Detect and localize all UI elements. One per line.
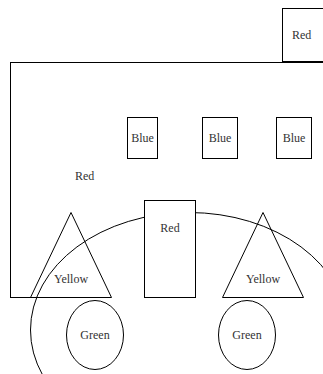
triangle-line	[31, 213, 112, 298]
ellipse-line	[219, 301, 276, 370]
shape-label: Blue	[131, 131, 154, 145]
wheel-circle: Green	[66, 300, 124, 370]
shape-label: Blue	[209, 131, 232, 145]
shape-label: Red	[292, 28, 311, 42]
shape-label: Red	[75, 169, 94, 183]
triangle-line	[223, 213, 304, 298]
shape-label: Blue	[283, 131, 306, 145]
shape-label: Yellow	[54, 272, 88, 286]
shape-label: Red	[160, 221, 179, 235]
door-box: Red	[144, 200, 196, 298]
wheel-circle: Green	[218, 300, 276, 370]
car-body: Red Blue Blue BlueYellow RedYellow	[10, 62, 323, 298]
triangle-shape: Yellow	[222, 212, 304, 298]
shape-label: Green	[232, 328, 261, 342]
ellipse-line	[67, 301, 124, 370]
shape-label: Green	[80, 328, 109, 342]
shape-label: Yellow	[246, 272, 280, 286]
window-box: Blue	[276, 117, 312, 159]
window-box: Blue	[202, 117, 238, 159]
small-box: Red	[282, 8, 323, 62]
triangle-shape: Yellow	[30, 212, 112, 298]
window-box: Blue	[127, 117, 158, 159]
